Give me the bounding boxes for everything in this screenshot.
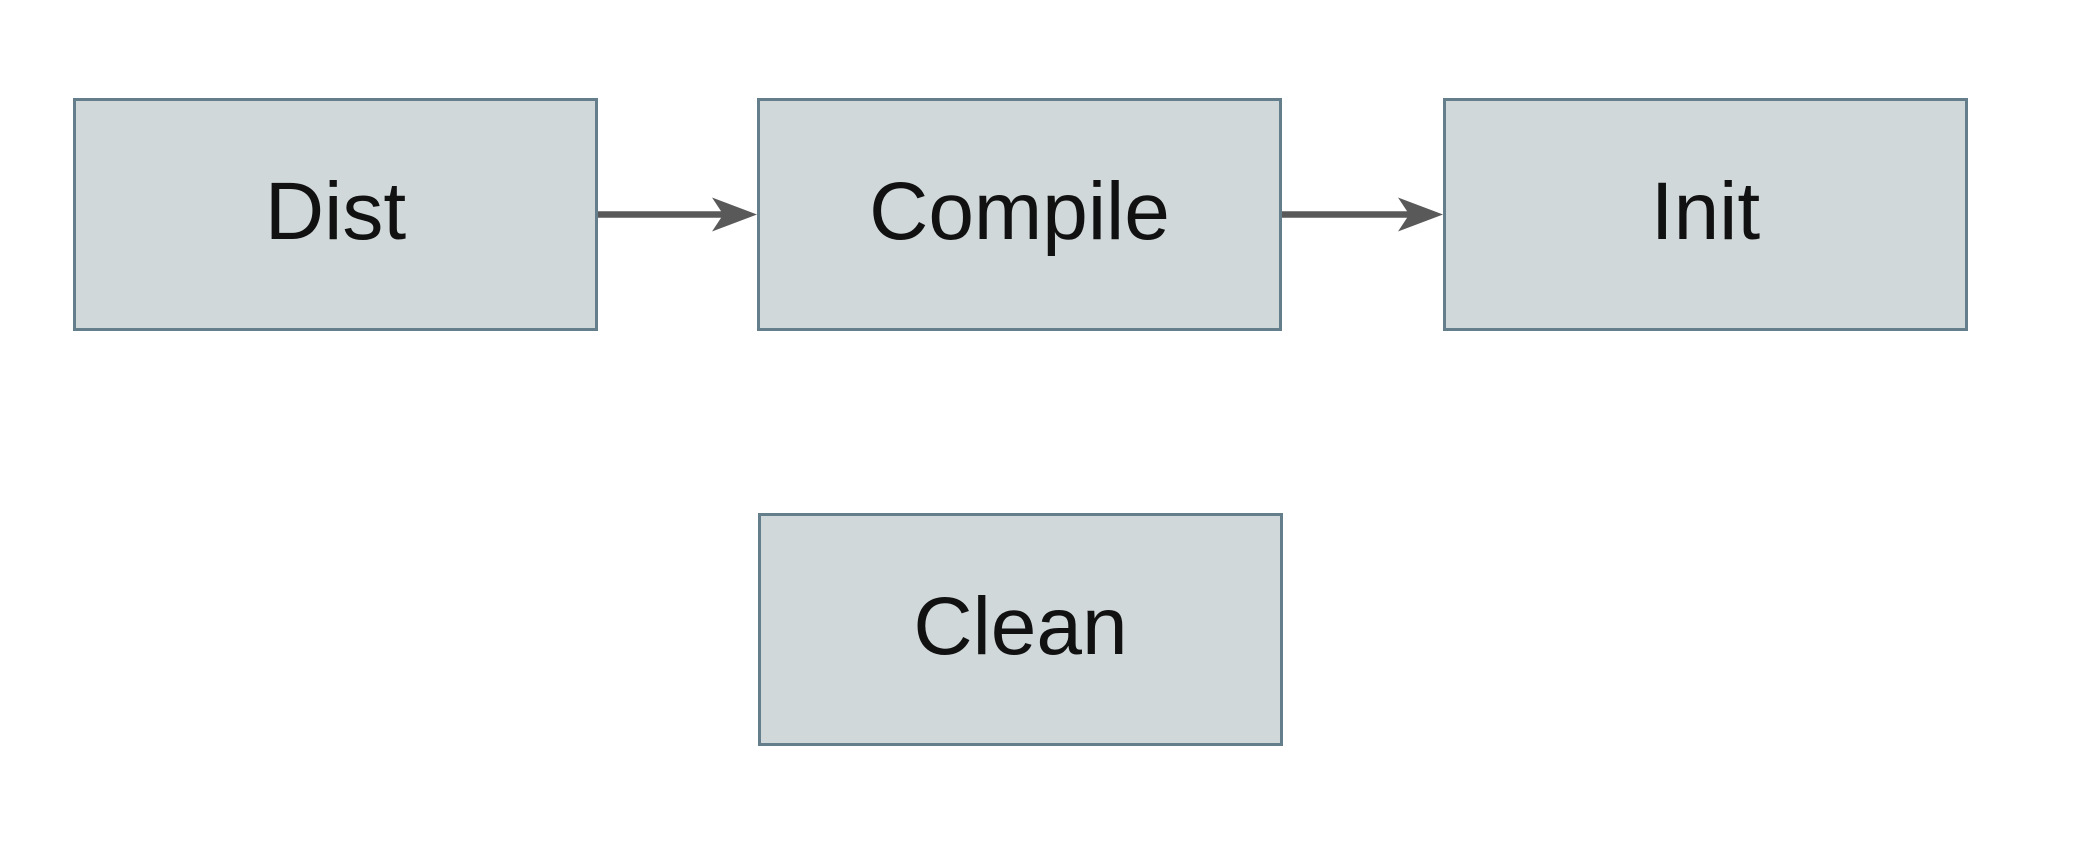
- node-label-compile: Compile: [869, 165, 1170, 257]
- node-label-init: Init: [1650, 165, 1761, 257]
- arrow-dist-to-compile: [598, 197, 757, 232]
- node-init[interactable]: Init: [1443, 98, 1968, 331]
- node-dist[interactable]: Dist: [73, 98, 598, 331]
- arrowhead-icon: [1398, 197, 1443, 232]
- arrowhead-icon: [712, 197, 757, 232]
- node-compile[interactable]: Compile: [757, 98, 1282, 331]
- node-clean[interactable]: Clean: [758, 513, 1283, 746]
- node-label-dist: Dist: [264, 165, 407, 257]
- arrow-compile-to-init: [1282, 197, 1443, 232]
- node-label-clean: Clean: [913, 580, 1128, 672]
